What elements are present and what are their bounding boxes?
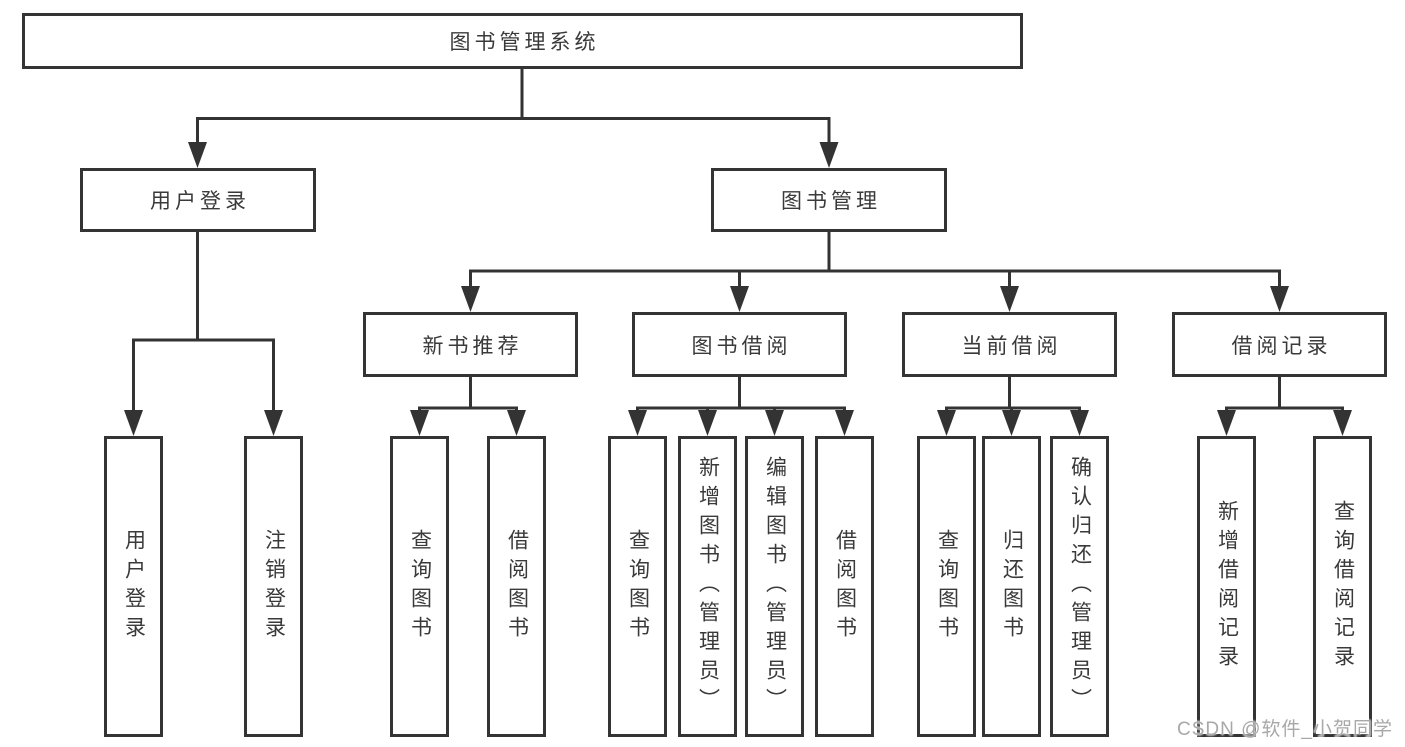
node-label: 注销登录 [262, 528, 286, 645]
node-label: 借阅图书 [833, 528, 857, 645]
csdn-watermark: CSDN @软件_小贺同学 [1177, 719, 1393, 740]
node-label: 用户登录 [122, 528, 146, 645]
leaf-query-books-current: 查询图书 [917, 436, 976, 737]
node-label: 借阅记录 [1231, 334, 1332, 358]
leaf-add-books-admin: 新增图书（管理员） [678, 436, 737, 737]
node-current-borrowing: 当前借阅 [902, 312, 1117, 377]
node-label: 查询图书 [935, 528, 959, 645]
node-book-borrowing: 图书借阅 [632, 312, 847, 377]
leaf-borrow-books-recommend: 借阅图书 [487, 436, 546, 737]
node-new-book-recommend: 新书推荐 [363, 312, 578, 377]
leaf-query-books-recommend: 查询图书 [390, 436, 449, 737]
arrowhead-icons [124, 142, 1352, 436]
leaf-return-books: 归还图书 [982, 436, 1041, 737]
node-label: 借阅图书 [505, 528, 529, 645]
node-label: 图书管理 [781, 190, 881, 213]
node-label: 当前借阅 [961, 334, 1062, 358]
node-label: 查询图书 [408, 528, 432, 645]
node-label: 查询借阅记录 [1331, 499, 1355, 674]
node-label: 编辑图书（管理员） [763, 456, 787, 717]
node-label: 图书借阅 [691, 334, 792, 358]
node-user-login: 用户登录 [80, 168, 316, 232]
node-label: 新书推荐 [422, 334, 523, 358]
leaf-query-books-borrowing: 查询图书 [608, 436, 667, 737]
leaf-logout: 注销登录 [244, 436, 303, 737]
node-label: 图书管理系统 [449, 31, 600, 54]
node-label: 新增图书（管理员） [696, 456, 720, 717]
node-label: 归还图书 [1000, 528, 1024, 645]
leaf-confirm-return-admin: 确认归还（管理员） [1050, 436, 1109, 737]
leaf-user-login: 用户登录 [104, 436, 163, 737]
node-borrow-records: 借阅记录 [1172, 312, 1387, 377]
node-label: 查询图书 [626, 528, 650, 645]
leaf-query-borrow-record: 查询借阅记录 [1313, 436, 1372, 737]
node-label: 用户登录 [150, 190, 250, 213]
node-label: 新增借阅记录 [1215, 499, 1239, 674]
leaf-borrow-books: 借阅图书 [815, 436, 874, 737]
leaf-edit-books-admin: 编辑图书（管理员） [745, 436, 804, 737]
leaf-add-borrow-record: 新增借阅记录 [1197, 436, 1256, 737]
node-library-management-system: 图书管理系统 [22, 13, 1023, 69]
node-book-management: 图书管理 [711, 168, 947, 232]
node-label: 确认归还（管理员） [1068, 456, 1092, 717]
